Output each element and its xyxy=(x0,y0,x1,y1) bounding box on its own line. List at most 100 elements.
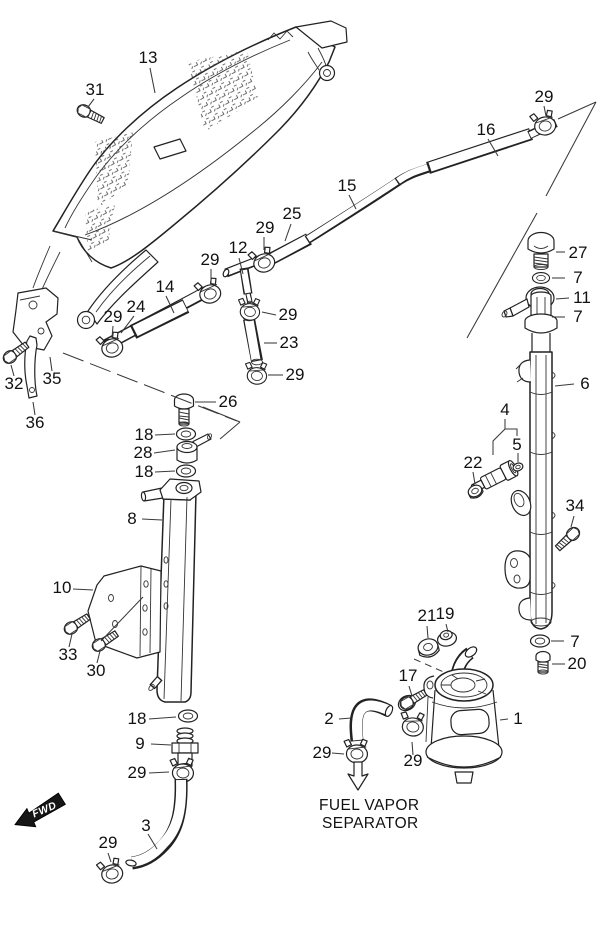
callout-8: 8 xyxy=(127,509,136,528)
leader-lines xyxy=(10,67,575,863)
leader-line-14 xyxy=(165,295,175,314)
callout-14: 14 xyxy=(156,277,175,296)
callout-7-mid: 7 xyxy=(573,307,582,326)
callout-4: 4 xyxy=(500,400,509,419)
callout-29-hose14: 29 xyxy=(201,250,220,269)
callout-29-left: 29 xyxy=(104,307,123,326)
bracket-bolt-axis xyxy=(100,596,144,642)
callout-5: 5 xyxy=(512,435,521,454)
callout-36: 36 xyxy=(26,413,45,432)
leader-line-29-fitting9 xyxy=(148,771,170,774)
leader-line-4 xyxy=(492,419,506,455)
callout-7-upper: 7 xyxy=(573,268,582,287)
pointer-triangle-upper xyxy=(557,101,597,120)
leader-line-22 xyxy=(472,471,476,485)
callout-21: 21 xyxy=(418,606,437,625)
leader-line-34 xyxy=(570,515,575,528)
callout-16: 16 xyxy=(477,120,496,139)
part-2-hose xyxy=(349,698,394,742)
assembly-pointer-lower xyxy=(219,421,241,440)
fuel-vapor-separator-caption-line1: FUEL VAPOR xyxy=(319,797,419,814)
leader-line-29-left xyxy=(111,325,114,339)
part-33-bolt xyxy=(61,610,93,638)
callout-35: 35 xyxy=(43,369,62,388)
mount-axis xyxy=(62,352,238,422)
callout-18-b: 18 xyxy=(135,462,154,481)
part-6-fuel-rail xyxy=(504,291,558,630)
callout-31: 31 xyxy=(86,80,105,99)
leader-line-11 xyxy=(555,297,570,300)
hose-clamp-29 xyxy=(342,737,369,765)
leader-line-32 xyxy=(10,364,15,377)
part-36-stay xyxy=(24,335,38,399)
hose-clamp-29 xyxy=(397,709,426,738)
fuel-vapor-separator-caption-line2: SEPARATOR xyxy=(322,815,419,832)
leader-line-6 xyxy=(554,383,575,387)
leader-line-24 xyxy=(120,315,135,334)
leader-line-10 xyxy=(72,588,94,591)
part-18-gasket xyxy=(177,709,199,723)
callout-28: 28 xyxy=(134,443,153,462)
leader-line-21 xyxy=(426,625,429,639)
leader-line-18-b xyxy=(154,470,176,473)
callout-29-fitting9: 29 xyxy=(128,763,147,782)
part-17-bolt xyxy=(397,686,429,713)
leader-line-29-sep xyxy=(411,741,414,756)
callout-13: 13 xyxy=(139,48,158,67)
part-7-gasket xyxy=(531,272,551,284)
fwd-arrow: FWD xyxy=(14,792,66,828)
callout-9: 9 xyxy=(135,734,144,753)
callout-29-sep-hose: 29 xyxy=(313,743,332,762)
leader-line-13 xyxy=(149,67,156,94)
pointer-triangle-lower-a xyxy=(545,101,597,197)
callout-10: 10 xyxy=(53,578,72,597)
callout-11: 11 xyxy=(573,288,591,307)
part-28-joint xyxy=(176,433,213,464)
callout-30: 30 xyxy=(87,661,106,680)
part-7-gasket xyxy=(529,634,551,648)
part-26-bolt xyxy=(173,393,195,427)
callout-26: 26 xyxy=(219,392,238,411)
part-35-bracket xyxy=(12,287,59,351)
callout-33: 33 xyxy=(59,645,78,664)
callout-12: 12 xyxy=(229,238,248,257)
leader-line-1 xyxy=(499,718,509,721)
leader-line-16 xyxy=(487,138,499,157)
leader-line-9 xyxy=(150,743,172,746)
part-1-fuel-vapor-separator xyxy=(423,646,503,784)
callout-29-hose25: 29 xyxy=(256,218,275,237)
callout-19: 19 xyxy=(436,604,455,623)
leader-line-2 xyxy=(338,717,352,720)
leader-line-8 xyxy=(141,518,163,521)
callout-27: 27 xyxy=(569,243,588,262)
callout-18-a: 18 xyxy=(135,425,154,444)
part-9-fitting xyxy=(171,727,199,769)
leader-line-3 xyxy=(147,833,158,850)
construction-lines xyxy=(62,101,597,674)
leader-line-4 xyxy=(505,428,518,436)
leader-line-29-top xyxy=(543,105,547,117)
pointer-triangle-lower-b xyxy=(466,212,538,339)
leader-line-17 xyxy=(408,685,413,697)
callout-29-hose23: 29 xyxy=(286,365,305,384)
part-13-cover xyxy=(32,20,348,330)
leader-line-28 xyxy=(153,449,176,454)
callout-15: 15 xyxy=(338,176,357,195)
down-arrow-icon xyxy=(347,761,369,791)
part-27-bolt xyxy=(527,231,555,270)
leader-line-29-hose3 xyxy=(107,852,112,863)
fuel-hose-line xyxy=(102,119,558,366)
callout-18-c: 18 xyxy=(128,709,147,728)
leader-line-33 xyxy=(68,633,73,648)
part-31-bolt xyxy=(74,101,107,127)
leader-line-18-a xyxy=(154,433,176,436)
callout-6: 6 xyxy=(580,374,589,393)
hose-clamp-29 xyxy=(95,856,125,887)
callout-23: 23 xyxy=(280,333,299,352)
part-21-grommet xyxy=(417,638,440,658)
callout-29-tee: 29 xyxy=(279,305,298,324)
leader-line-12 xyxy=(238,257,244,275)
